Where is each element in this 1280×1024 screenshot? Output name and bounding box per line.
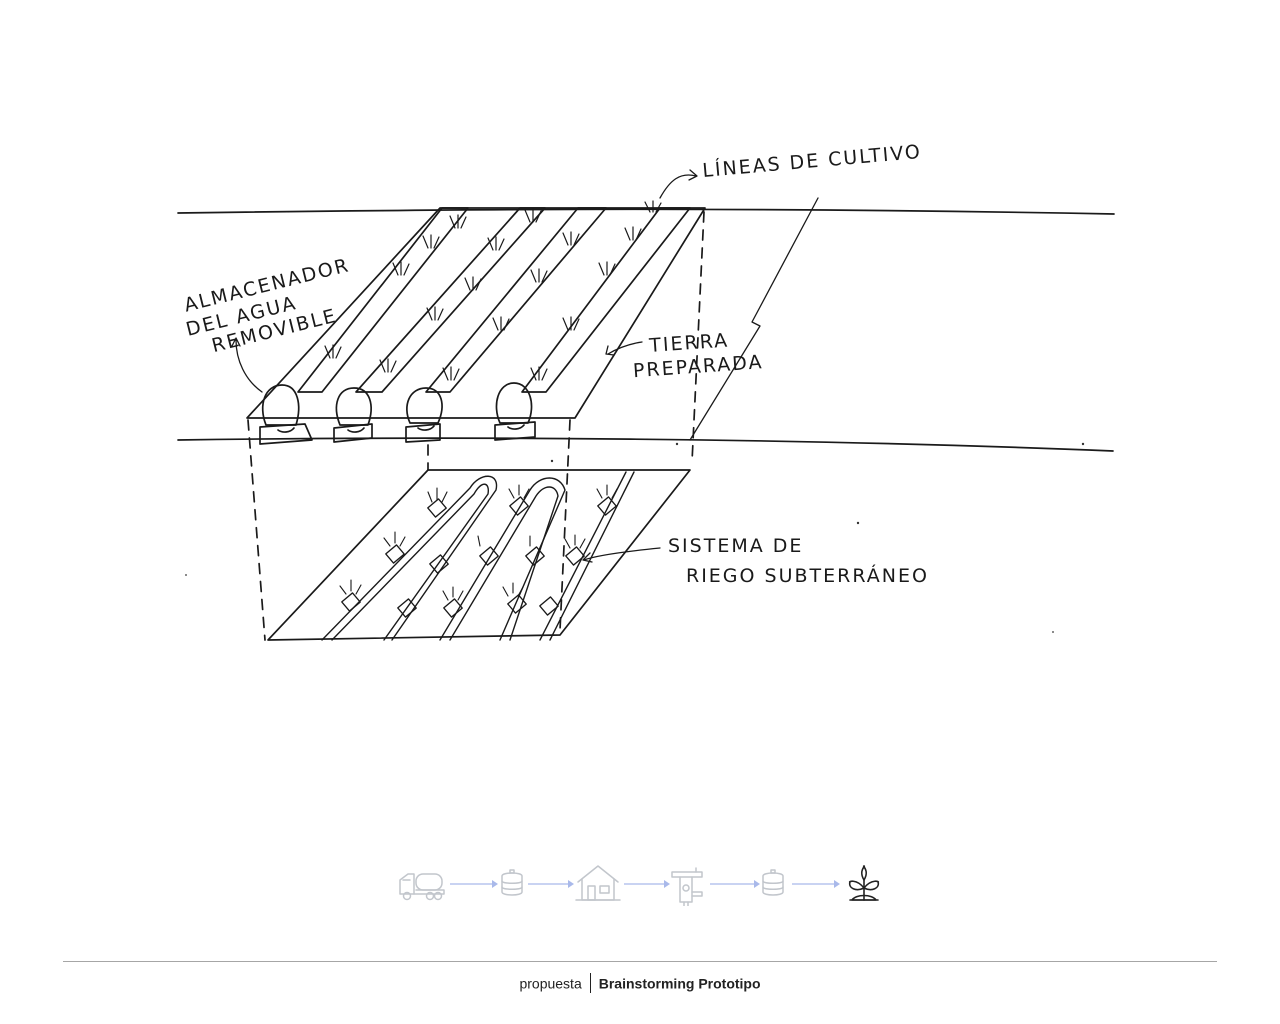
crop-strips xyxy=(298,208,690,392)
irrigation-sketch: LÍNEAS DE CULTIVO ALMACENADOR DEL AGUA R… xyxy=(0,0,1280,720)
flow-arrow xyxy=(710,880,760,888)
irrigation-system-label: SISTEMA DE RIEGO SUBTERRÁNEO xyxy=(668,535,929,587)
footer-divider xyxy=(63,961,1217,962)
house-icon xyxy=(576,866,620,900)
crop-lines-label: LÍNEAS DE CULTIVO xyxy=(701,140,922,182)
crop-strip xyxy=(298,208,468,392)
water-tank-icon xyxy=(763,870,783,895)
prepared-soil-label: TIERRA PREPARADA xyxy=(631,327,765,382)
water-tank xyxy=(260,385,312,444)
svg-text:RIEGO SUBTERRÁNEO: RIEGO SUBTERRÁNEO xyxy=(686,564,929,587)
svg-text:SISTEMA DE: SISTEMA DE xyxy=(668,535,803,557)
footer: propuesta Brainstorming Prototipo xyxy=(0,975,1280,995)
footer-title: Brainstorming Prototipo xyxy=(599,976,761,992)
irrigation-bed-outline xyxy=(268,470,690,640)
water-storage-label: ALMACENADOR DEL AGUA REMOVIBLE xyxy=(178,254,363,362)
flow-arrow xyxy=(624,880,670,888)
process-flow xyxy=(396,862,886,906)
flow-arrow xyxy=(792,880,840,888)
crop-strip xyxy=(356,208,545,392)
flow-arrow xyxy=(450,880,498,888)
water-truck-icon xyxy=(400,874,444,900)
plant-sprout-icon xyxy=(850,866,879,900)
water-spray-arrows xyxy=(340,485,617,600)
footer-separator xyxy=(590,973,591,993)
water-filter-icon xyxy=(672,868,702,906)
water-tank xyxy=(406,388,442,442)
footer-section: propuesta xyxy=(519,976,581,992)
svg-text:TIERRA: TIERRA xyxy=(648,329,730,357)
ground-surface-line xyxy=(178,209,1114,214)
underground-line xyxy=(178,438,1113,451)
crop-strip xyxy=(426,208,606,392)
water-tank xyxy=(334,388,372,442)
water-tank-icon xyxy=(502,870,522,895)
flow-arrow xyxy=(528,880,574,888)
